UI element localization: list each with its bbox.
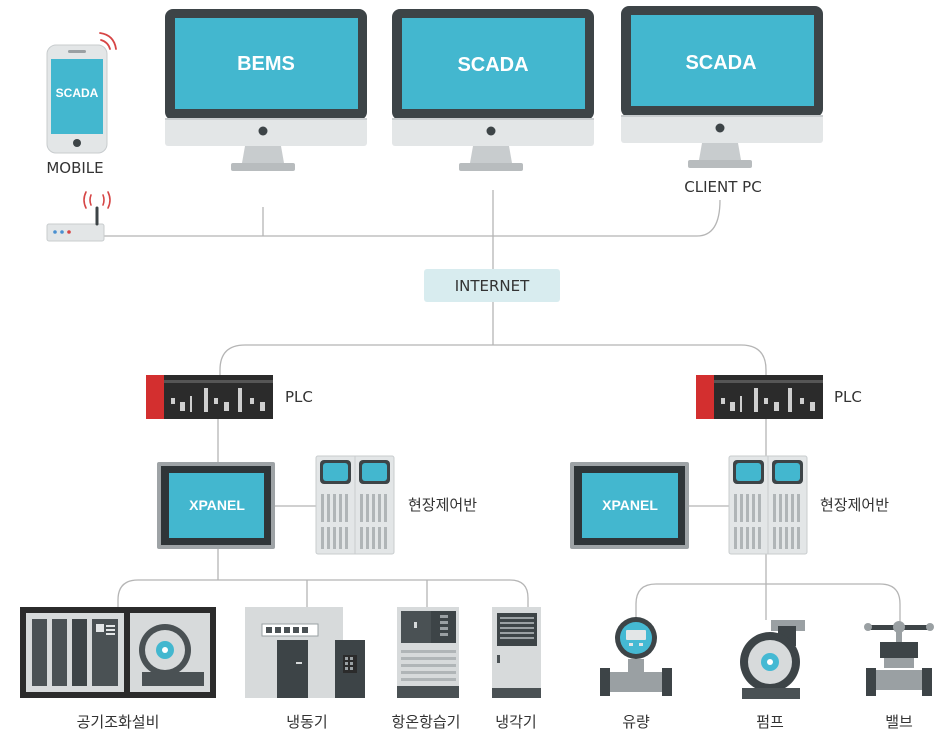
chiller-icon [245,607,365,698]
monitor-icon [621,6,823,168]
device-flow-meter: 유량 [600,617,672,731]
plc-right-label: PLC [834,388,862,406]
client-screen-text: SCADA [685,52,756,74]
xpanel-right-text: XPANEL [602,497,658,513]
device-chiller: 냉동기 [245,607,365,731]
monitor-icon [392,9,594,171]
internet-node: INTERNET [424,269,560,302]
xpanel-left: XPANEL [157,462,275,549]
plc-icon [696,375,823,419]
thermo-hygrostat-icon [397,607,459,698]
device-label: 유량 [622,713,650,731]
monitor-icon [165,9,367,171]
control-panel-left: 현장제어반 [315,455,477,555]
device-air-handling-unit: 공기조화설비 [20,607,216,731]
valve-icon [864,621,934,696]
control-cabinet-icon [315,455,395,555]
mobile-label: MOBILE [46,159,103,177]
mobile-device: SCADA MOBILE [46,32,117,177]
bems-screen-text: BEMS [237,53,295,75]
mobile-phone-icon [46,44,108,154]
device-cooler: 냉각기 [492,607,541,731]
flow-meter-icon [600,617,672,696]
monitor-scada: SCADA [392,9,594,171]
air-handling-unit-icon [20,607,216,698]
xpanel-icon [157,462,275,549]
device-thermo-hygrostat: 항온항습기 [391,607,461,731]
internet-label: INTERNET [455,277,530,295]
cooler-icon [492,607,541,698]
wifi-signal-icon [99,32,117,50]
scada-screen-text: SCADA [457,54,528,76]
device-label: 냉각기 [495,713,536,731]
control-cabinet-icon [728,455,808,555]
monitor-client-pc: SCADA CLIENT PC [621,6,823,196]
device-label: 밸브 [885,713,913,731]
plc-left: PLC [146,375,313,419]
xpanel-right: XPANEL [570,462,689,549]
xpanel-icon [570,462,689,549]
control-panel-right: 현장제어반 [728,455,889,555]
wifi-router-icon [46,191,111,242]
plc-icon [146,375,273,419]
monitor-bems: BEMS [165,9,367,171]
device-label: 공기조화설비 [77,713,160,731]
device-valve: 밸브 [864,621,934,731]
xpanel-left-text: XPANEL [189,497,245,513]
device-label: 펌프 [756,713,784,731]
device-pump: 펌프 [740,620,805,731]
device-label: 항온항습기 [391,713,460,731]
mobile-screen-text: SCADA [56,86,99,100]
control-panel-left-label: 현장제어반 [408,496,477,514]
control-panel-right-label: 현장제어반 [820,496,889,514]
pump-icon [740,620,805,699]
device-label: 냉동기 [286,713,327,731]
connection-lines [104,190,901,622]
plc-left-label: PLC [285,388,313,406]
client-pc-label: CLIENT PC [684,178,761,196]
plc-right: PLC [696,375,862,419]
